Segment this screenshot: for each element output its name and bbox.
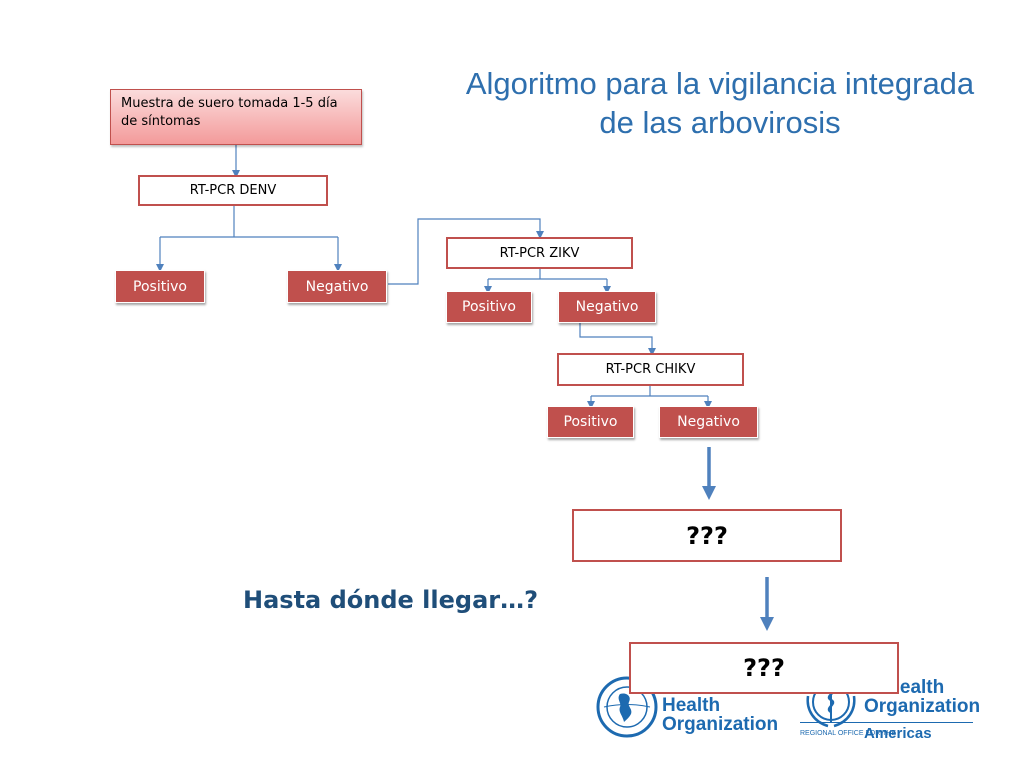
paho-logo-line-2: Organization xyxy=(662,714,779,735)
who-regional-text: REGIONAL OFFICE FOR THE xyxy=(800,730,897,737)
node-chikv-negative: Negativo xyxy=(659,406,758,438)
node-denv-positive: Positivo xyxy=(115,270,205,303)
node-rtpcr-chikv: RT-PCR CHIKV xyxy=(557,353,744,386)
slide-title-line-2: de las arbovirosis xyxy=(599,105,841,140)
connector-zikvneg-to-chikv xyxy=(579,323,656,356)
node-denv-negative: Negativo xyxy=(287,270,387,303)
node-rtpcr-zikv: RT-PCR ZIKV xyxy=(446,237,633,269)
node-serum-sample: Muestra de suero tomada 1-5 día de sínto… xyxy=(110,89,362,145)
who-logo-divider xyxy=(800,722,973,723)
node-unknown-step-1: ??? xyxy=(572,509,842,562)
paho-seal-icon xyxy=(596,676,658,738)
node-zikv-negative: Negativo xyxy=(558,291,656,323)
slide-title-line-1: Algoritmo para la vigilancia integrada xyxy=(465,66,975,101)
question-text: Hasta dónde llegar…? xyxy=(243,586,539,614)
who-americas-text: Americas xyxy=(864,725,932,742)
paho-logo-line-1: Health xyxy=(662,695,721,716)
node-unknown-step-2: ??? xyxy=(629,642,899,694)
node-zikv-positive: Positivo xyxy=(446,291,532,323)
connector-denvneg-to-zikv xyxy=(388,218,544,285)
who-logo-line-2: Organization xyxy=(864,696,981,717)
paho-logo: Health Organization xyxy=(596,676,786,738)
node-chikv-positive: Positivo xyxy=(547,406,634,438)
node-rtpcr-denv: RT-PCR DENV xyxy=(138,175,328,206)
slide-title: Algoritmo para la vigilancia integrada d… xyxy=(430,64,1010,142)
